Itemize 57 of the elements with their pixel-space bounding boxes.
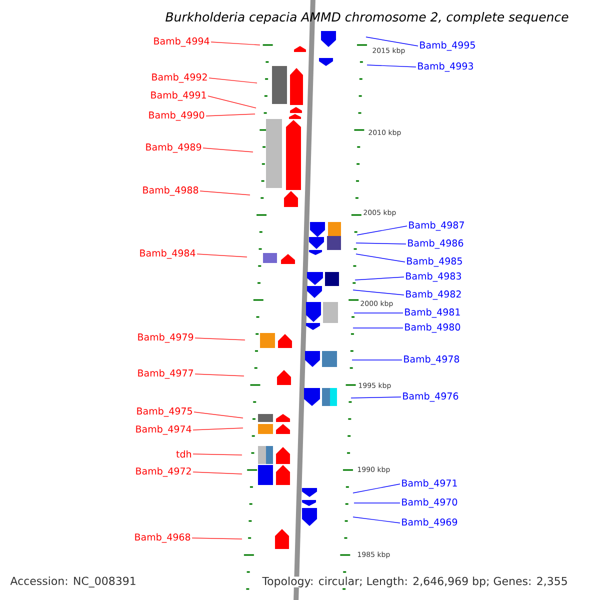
leader-line [196, 254, 248, 258]
leader-line [208, 96, 256, 108]
gene-label: Bamb_4984 [140, 249, 196, 259]
gene-label: Bamb_4991 [151, 91, 206, 101]
gene-label: Bamb_4976 [403, 392, 458, 402]
gene-label: Bamb_4993 [418, 62, 473, 72]
gene-label: Bamb_4985 [407, 257, 462, 267]
leader-line [192, 454, 242, 456]
gene-label: Bamb_4970 [402, 498, 458, 508]
leader-line [210, 42, 260, 46]
leader-line [352, 516, 400, 524]
leader-line [350, 396, 402, 398]
leader-line [352, 290, 404, 296]
gene-label: tdh [176, 450, 191, 458]
gene-label: Bamb_4990 [149, 111, 204, 121]
leader-line [352, 484, 400, 494]
leader-line [356, 226, 408, 236]
leader-line [354, 312, 404, 314]
gene-label: Bamb_4981 [405, 308, 460, 318]
leader-line [194, 374, 244, 376]
gene-label: Bamb_4978 [404, 355, 460, 365]
footer-text: Accession: NC_008391 [10, 576, 136, 588]
gene-label: Bamb_4987 [409, 221, 464, 231]
leader-line [194, 338, 246, 340]
leader-line [354, 502, 400, 504]
gene-label: Bamb_4988 [143, 186, 198, 196]
gene-label: Bamb_4968 [135, 533, 190, 543]
gene-label: Bamb_4979 [138, 333, 194, 343]
leader-line [356, 254, 406, 262]
gene-label: Bamb_4975 [137, 407, 192, 417]
leader-line [366, 36, 418, 46]
gene-label: Bamb_4974 [136, 425, 192, 435]
leader-line [208, 78, 258, 84]
gene-label: Bamb_4977 [138, 369, 193, 379]
gene-label: Bamb_4982 [406, 290, 461, 300]
leader-line [202, 148, 254, 152]
leader-line [356, 242, 406, 244]
leader-line [206, 114, 256, 116]
gene-label: Bamb_4983 [406, 272, 461, 282]
gene-label: Bamb_4969 [402, 518, 458, 528]
leader-line [192, 428, 244, 430]
gene-label: Bamb_4986 [408, 239, 464, 249]
leader-line [366, 64, 416, 68]
leader-line [200, 190, 250, 196]
title: Burkholderia cepacia AMMD chromosome 2, complete sequence [166, 12, 568, 24]
gene-label: Bamb_4992 [152, 73, 207, 83]
footer-text: Topology: circular; Length: 2,646,969 bp; Genes: 2,355 [262, 576, 568, 588]
gene-label: Bamb_4994 [154, 37, 210, 47]
leader-line [192, 538, 242, 540]
gene-label: Bamb_4972 [136, 467, 191, 477]
gene-label: Bamb_4980 [405, 323, 460, 333]
leader-line [194, 412, 244, 418]
leader-line [192, 472, 242, 474]
leader-line [354, 276, 404, 280]
gene-label: Bamb_4995 [420, 41, 475, 51]
gene-label: Bamb_4989 [146, 143, 202, 153]
gene-label: Bamb_4971 [402, 479, 457, 489]
